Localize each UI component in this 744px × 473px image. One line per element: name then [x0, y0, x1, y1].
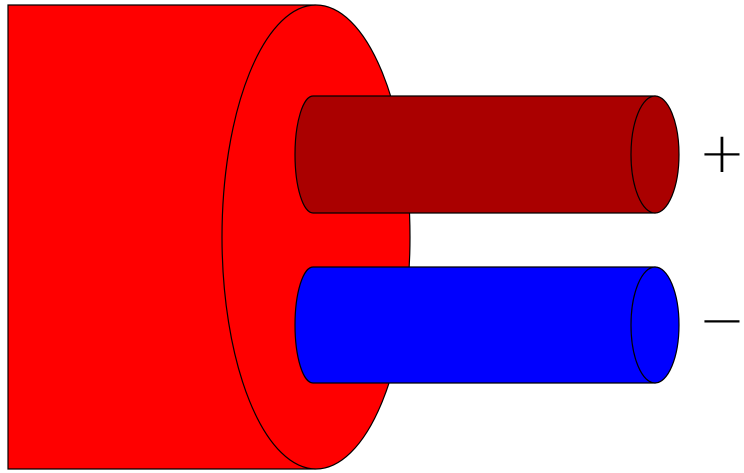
positive-conductor-end — [631, 96, 679, 213]
negative-conductor — [295, 267, 679, 383]
negative-conductor-end — [631, 267, 679, 383]
outer-sheath — [8, 5, 410, 469]
positive-symbol: + — [699, 121, 744, 186]
positive-conductor-body — [295, 96, 655, 213]
negative-conductor-body — [295, 267, 655, 383]
sheath-front-face — [222, 5, 410, 469]
positive-conductor — [295, 96, 679, 213]
negative-symbol: − — [699, 288, 744, 353]
